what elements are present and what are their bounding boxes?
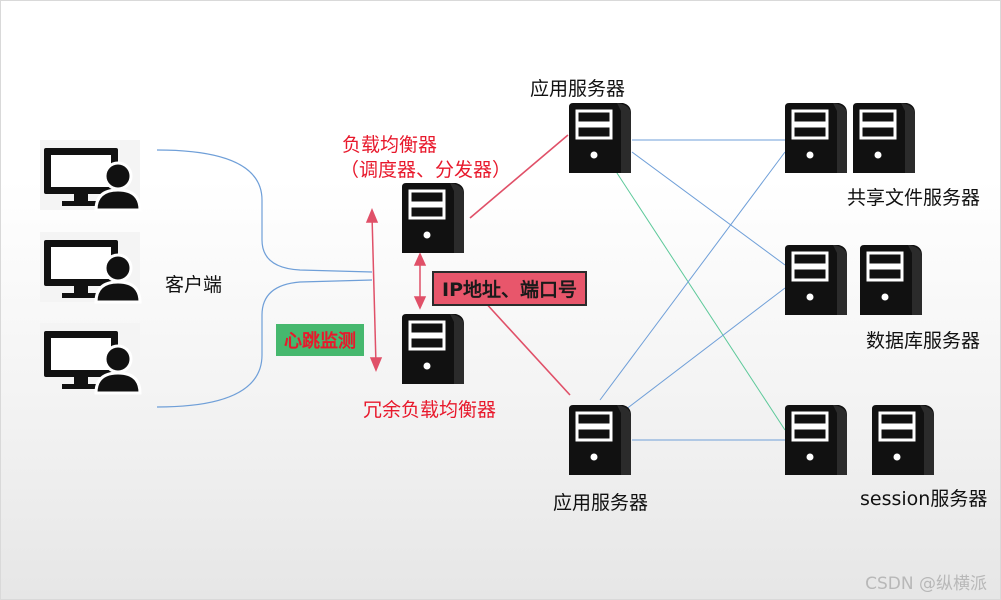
backend-links bbox=[599, 139, 786, 441]
load-balancer-server-icon bbox=[400, 181, 466, 255]
db-server-icon-1 bbox=[783, 243, 849, 317]
app-server-top-icon bbox=[567, 101, 633, 175]
file-server-icon-1 bbox=[783, 101, 849, 175]
watermark: CSDN @纵横派 bbox=[865, 574, 987, 594]
app-server-bottom-icon bbox=[567, 403, 633, 477]
client-links bbox=[156, 149, 373, 408]
client-icon-1 bbox=[38, 138, 142, 212]
app-server-top-label: 应用服务器 bbox=[530, 78, 626, 100]
db-server-label: 数据库服务器 bbox=[866, 330, 981, 352]
lb-title: 负载均衡器 bbox=[342, 134, 438, 156]
lb-subtitle: （调度器、分发器） bbox=[340, 159, 512, 181]
redundant-lb-server-icon bbox=[400, 312, 466, 386]
heartbeat-arrow bbox=[365, 208, 383, 372]
heartbeat-tag: 心跳监测 bbox=[276, 324, 364, 356]
redundant-lb-label: 冗余负载均衡器 bbox=[363, 399, 497, 421]
db-server-icon-2 bbox=[858, 243, 924, 317]
file-server-label: 共享文件服务器 bbox=[847, 187, 981, 209]
ip-arrow bbox=[413, 252, 427, 310]
session-server-icon-2 bbox=[870, 403, 936, 477]
session-server-label: session服务器 bbox=[860, 488, 988, 510]
session-server-icon-1 bbox=[783, 403, 849, 477]
file-server-icon-2 bbox=[851, 101, 917, 175]
app-server-bottom-label: 应用服务器 bbox=[553, 492, 649, 514]
ip-port-tag: IP地址、端口号 bbox=[432, 271, 587, 306]
client-icon-2 bbox=[38, 230, 142, 304]
lb-to-app-links bbox=[469, 134, 571, 396]
client-icon-3 bbox=[38, 321, 142, 395]
client-label: 客户端 bbox=[165, 274, 223, 296]
